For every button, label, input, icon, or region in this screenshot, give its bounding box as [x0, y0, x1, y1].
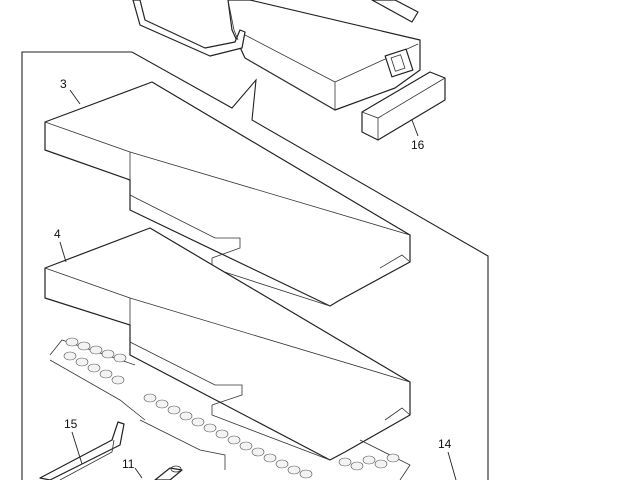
- part-4-lower-cover: [44, 227, 411, 461]
- top-handle-bracket: [132, 0, 246, 57]
- callout-label-15: 15: [64, 417, 78, 431]
- callout-label-16: 16: [411, 138, 425, 152]
- part-15-bracket: [39, 419, 226, 480]
- callout-label-3: 3: [60, 77, 67, 91]
- part-11-screw: [154, 465, 183, 480]
- battery-cell-pack: [49, 337, 411, 480]
- callout-label-4: 4: [54, 227, 61, 241]
- callout-label-14: 14: [438, 437, 452, 451]
- battery-cells: [63, 337, 400, 479]
- callout-label-11: 11: [122, 457, 135, 471]
- part-top-small-bar: [371, 0, 419, 23]
- leader-lines: [59, 89, 457, 480]
- part-3-upper-cover: [44, 81, 411, 307]
- exploded-view-frame: [21, 51, 489, 480]
- part-16-end-block: [361, 71, 446, 141]
- top-assembled-unit: [227, 0, 421, 111]
